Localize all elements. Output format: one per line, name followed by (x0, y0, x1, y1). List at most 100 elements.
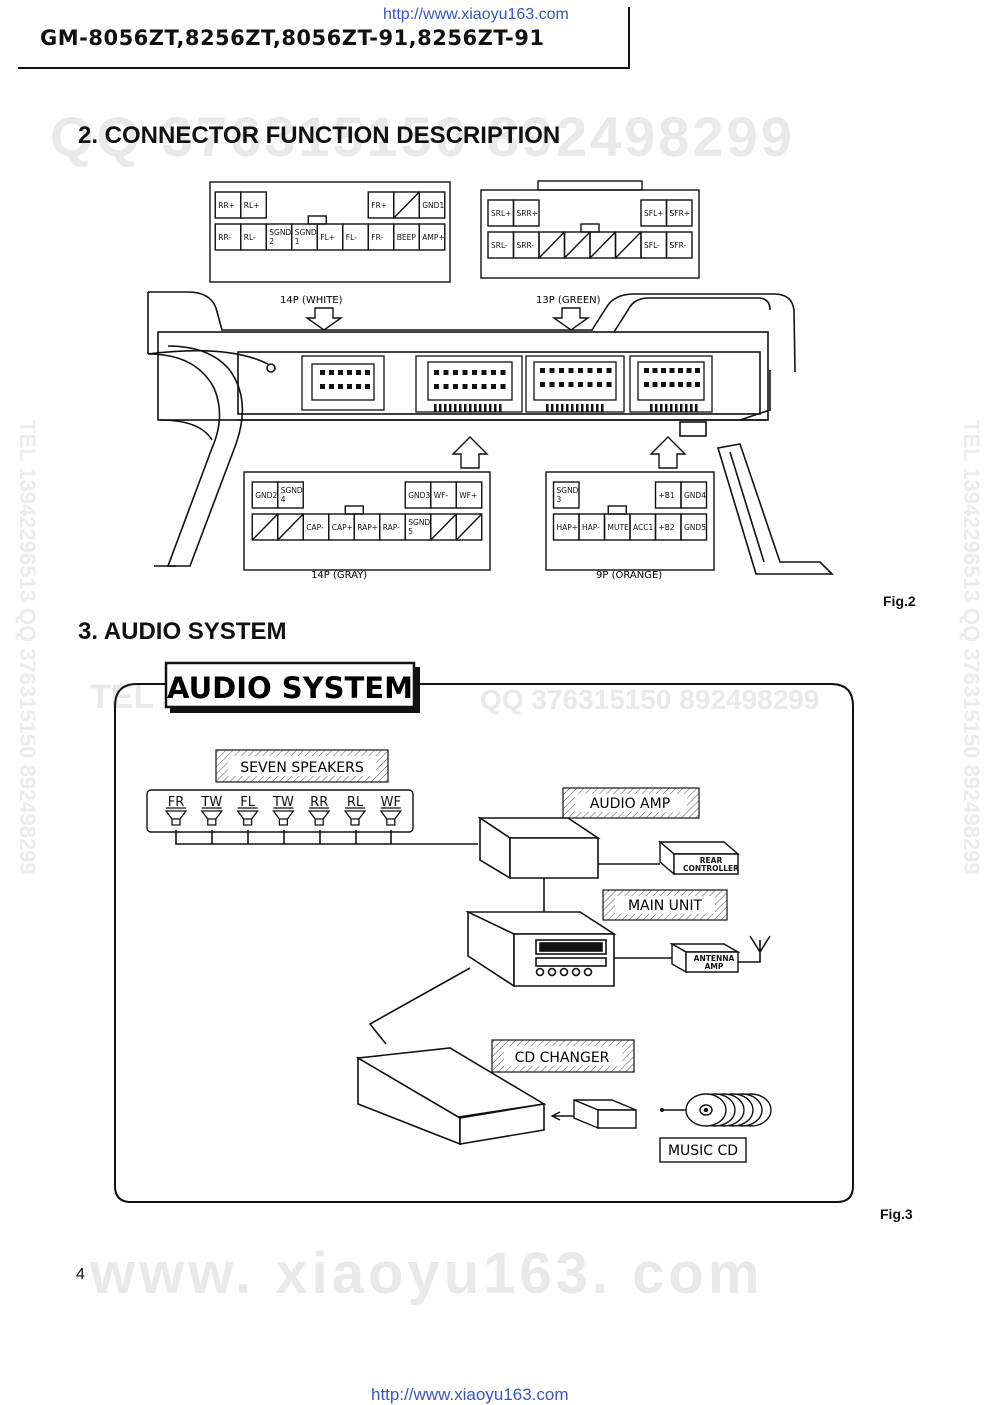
pin-label: SGND (557, 486, 579, 495)
source-url-bottom[interactable]: http://www.xiaoyu163.com (371, 1385, 569, 1404)
cd-changer-unit (355, 1047, 547, 1146)
pin-label: FR+ (371, 201, 387, 210)
pin-label: 2 (269, 237, 274, 246)
pin-label: GND3 (408, 491, 430, 500)
pin-label: WF+ (459, 491, 477, 500)
pin-label: SRL- (491, 241, 508, 250)
pin-label: 5 (408, 527, 413, 536)
magazine-insert-arrow (550, 1111, 574, 1121)
speaker-icon (236, 810, 259, 826)
speaker-label: FL (240, 795, 255, 810)
pin-label: FL+ (320, 233, 335, 242)
page-number: 4 (76, 1266, 85, 1283)
svg-text:MUSIC CD: MUSIC CD (668, 1143, 738, 1159)
svg-text:AUDIO SYSTEM: AUDIO SYSTEM (167, 671, 413, 705)
pin-label: HAP- (582, 523, 600, 532)
audio-amp-unit (477, 816, 601, 880)
pin-label: +B1 (659, 491, 675, 500)
speakers-group-box (146, 789, 414, 833)
header-rule (18, 67, 630, 69)
pin-label: +B2 (659, 523, 675, 532)
rear-controller-unit: REAR CONTROLLER (658, 840, 740, 876)
watermark-qq-mid: QQ 376315150 892498299 (480, 684, 820, 715)
caption-14p-white: 14P (WHITE) (280, 295, 343, 306)
cd-magazine (573, 1098, 637, 1130)
speaker-icon (343, 810, 367, 826)
svg-text:AUDIO AMP: AUDIO AMP (590, 796, 670, 812)
speaker-label: RR (310, 795, 328, 810)
pin-label: GND4 (684, 491, 706, 500)
main-unit (465, 910, 617, 988)
pin-label: CAP- (306, 523, 324, 532)
pin-label: SGND (295, 228, 317, 237)
model-numbers-header: GM-8056ZT,8256ZT,8056ZT-91,8256ZT-91 (40, 26, 545, 50)
speaker-label: TW (272, 795, 294, 810)
watermark-side-left: TEL 13942296513 QQ 376315150 892498299 (15, 420, 40, 875)
section-title-audio: 3. AUDIO SYSTEM (78, 618, 287, 645)
svg-text:SEVEN SPEAKERS: SEVEN SPEAKERS (240, 760, 364, 776)
fig2-label: Fig.2 (883, 593, 916, 609)
pin-label: CAP+ (332, 523, 353, 532)
pin-label: HAP+ (557, 523, 579, 532)
head-unit-sockets (301, 355, 713, 413)
pin-label: RAP- (383, 523, 400, 532)
caption-9p-orange: 9P (ORANGE) (596, 570, 662, 581)
speaker-label: WF (381, 795, 401, 810)
pin-label: SFR+ (670, 209, 691, 218)
arrow-up-gray (451, 436, 489, 469)
pin-label: SRL+ (491, 209, 511, 218)
speaker-icon (272, 810, 295, 826)
caption-14p-gray: 14P (GRAY) (311, 570, 367, 581)
pin-label: ACC1 (633, 523, 653, 532)
speaker-icon (164, 810, 188, 826)
connector-13p-green: SRL+SRR+SFL+SFR+SRL-SRR-SFL-SFR- (480, 180, 700, 279)
svg-text:CONTROLLER: CONTROLLER (683, 864, 739, 873)
header-rule-vertical (628, 7, 630, 69)
pin-label: MUTE (608, 523, 630, 532)
pin-label: RL+ (244, 201, 260, 210)
pin-label: FL- (346, 233, 357, 242)
pin-label: SFL+ (644, 209, 664, 218)
caption-13p-green: 13P (GREEN) (536, 295, 601, 306)
pin-label: SGND (281, 486, 303, 495)
pin-label: FR- (371, 233, 383, 242)
speaker-icon (307, 810, 331, 826)
arrow-down-white (304, 307, 344, 331)
speaker-label: TW (200, 795, 222, 810)
pin-label: SRR- (517, 241, 535, 250)
seven-speakers-label: SEVEN SPEAKERS (215, 749, 389, 783)
socket-pins (320, 368, 700, 412)
watermark-side-right: TEL 13942296513 QQ 376315150 892498299 (959, 420, 984, 875)
pin-label: WF- (434, 491, 449, 500)
antenna-icon (738, 935, 771, 963)
section-title-connector: 2. CONNECTOR FUNCTION DESCRIPTION (78, 122, 561, 149)
speaker-label: RL (347, 795, 364, 810)
main-unit-label: MAIN UNIT (602, 889, 728, 921)
pin-label: GND5 (684, 523, 706, 532)
pin-label: AMP+ (422, 233, 444, 242)
pin-label: BEEP (397, 233, 417, 242)
pin-label: SFR- (670, 241, 687, 250)
audio-system-frame (114, 683, 854, 1203)
pin-label: SFL- (644, 241, 660, 250)
svg-text:CD CHANGER: CD CHANGER (515, 1050, 610, 1066)
pin-label: GND1 (422, 201, 444, 210)
watermark-qq-top: QQ 376315150 892498299 (50, 105, 795, 168)
pin-label: GND2 (255, 491, 277, 500)
watermark-site: www. xiaoyu163. com (90, 1241, 764, 1306)
pin-label: 1 (295, 237, 300, 246)
svg-text:ANTENNA: ANTENNA (694, 954, 735, 963)
antenna-amp-unit: ANTENNA AMP (669, 942, 741, 974)
audio-amp-label: AUDIO AMP (562, 787, 700, 819)
head-unit-rear-view (147, 291, 834, 575)
svg-text:REAR: REAR (700, 856, 723, 865)
music-cd-discs (685, 1093, 772, 1127)
fig3-label: Fig.3 (880, 1206, 913, 1222)
main-to-changer-wire (368, 967, 471, 1045)
arrow-up-orange (649, 436, 687, 469)
source-url-top[interactable]: http://www.xiaoyu163.com (383, 6, 569, 23)
